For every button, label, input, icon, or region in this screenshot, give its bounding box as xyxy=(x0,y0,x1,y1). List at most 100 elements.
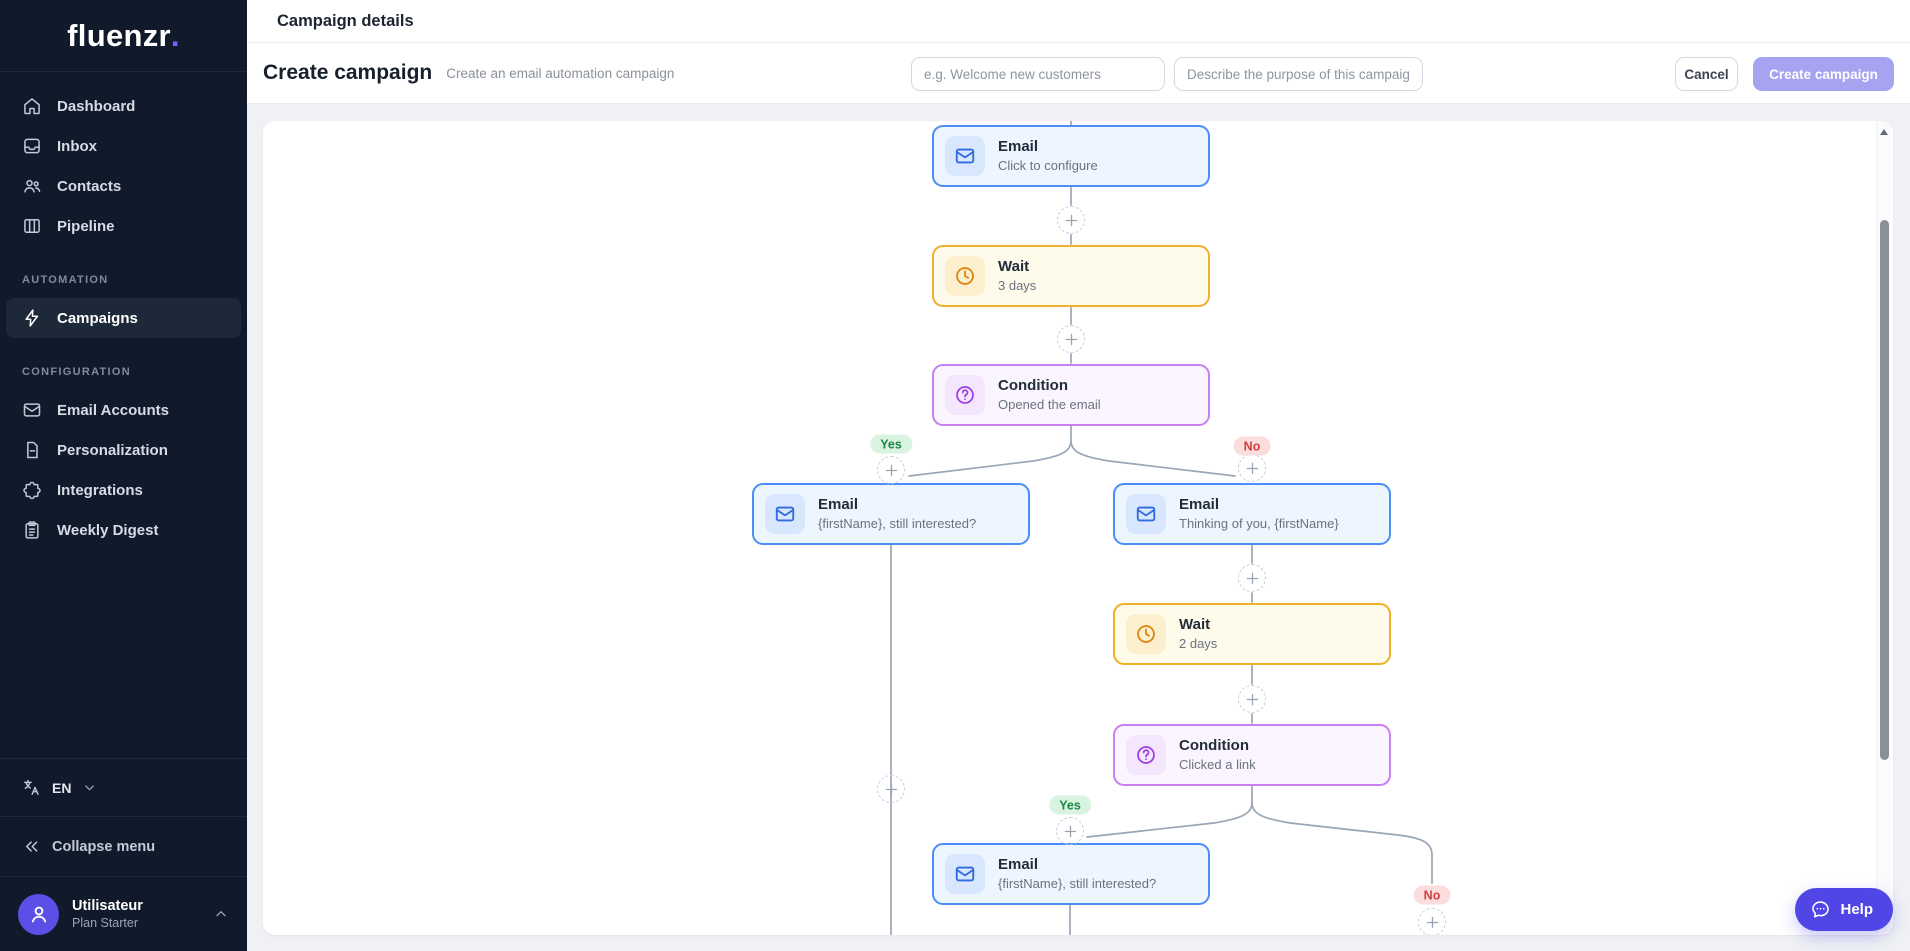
campaign-name-input[interactable] xyxy=(911,57,1165,91)
chat-icon xyxy=(1812,901,1830,918)
scrollbar-thumb[interactable] xyxy=(1880,220,1889,760)
flow-connectors xyxy=(890,121,1433,935)
create-campaign-button[interactable]: Create campaign xyxy=(1753,57,1894,91)
node-title: Wait xyxy=(1179,616,1211,633)
collapse-icon xyxy=(25,841,38,852)
flow-node-email[interactable]: Email Thinking of you, {firstName} xyxy=(1113,483,1391,545)
add-step-button[interactable] xyxy=(877,775,905,803)
add-step-button[interactable] xyxy=(877,456,905,484)
add-step-button[interactable] xyxy=(1057,325,1085,353)
clock-node-icon xyxy=(956,267,974,285)
node-title: Email xyxy=(998,856,1039,873)
sidebar: fluenzr. Dashboard Inbox Contacts Pipeli… xyxy=(0,0,247,951)
flow-node-condition[interactable]: Condition Opened the email xyxy=(932,364,1210,426)
help-button[interactable]: Help xyxy=(1795,888,1893,931)
flow-canvas[interactable]: Email Click to configure Wait 3 days Con… xyxy=(263,121,1893,935)
add-step-button[interactable] xyxy=(1238,454,1266,482)
node-subtitle: Thinking of you, {firstName} xyxy=(1179,515,1339,531)
flow-node-email[interactable]: Email {firstName}, still interested? xyxy=(932,843,1210,905)
add-step-button[interactable] xyxy=(1056,817,1084,845)
inbox-icon xyxy=(24,138,40,154)
canvas-scrollbar[interactable] xyxy=(1876,121,1891,935)
plus-icon xyxy=(1246,693,1258,705)
branch-label-yes: Yes xyxy=(870,434,912,454)
node-title: Email xyxy=(998,138,1039,155)
main-area: Campaign details Create campaign Create … xyxy=(247,0,1910,951)
home-icon xyxy=(24,98,40,115)
puzzle-icon xyxy=(23,481,41,500)
envelope-icon xyxy=(23,403,41,417)
clipboard-icon xyxy=(25,521,39,539)
plus-icon xyxy=(1246,462,1258,474)
node-subtitle: Opened the email xyxy=(998,396,1101,412)
campaign-header: Create campaign Create an email automati… xyxy=(247,43,1910,104)
chat-icon xyxy=(1810,899,1831,920)
plus-icon xyxy=(1065,214,1077,226)
question-node-icon xyxy=(1137,746,1155,764)
sidebar-item-contacts[interactable]: Contacts xyxy=(0,166,247,206)
branch-label-no: No xyxy=(1413,885,1451,905)
app-logo: fluenzr. xyxy=(0,0,247,72)
flow-node-email[interactable]: Email {firstName}, still interested? xyxy=(752,483,1030,545)
clock-node-icon xyxy=(1137,625,1155,643)
user-plan: Plan Starter xyxy=(72,916,139,930)
branch-label-yes: Yes xyxy=(1049,795,1091,815)
collapse-label: Collapse menu xyxy=(52,838,156,855)
sidebar-item-inbox[interactable]: Inbox xyxy=(0,126,247,166)
lightning-icon xyxy=(25,309,39,327)
translate-icon xyxy=(24,779,39,795)
translate-icon xyxy=(22,778,41,797)
sidebar-item-weekly-digest[interactable]: Weekly Digest xyxy=(0,510,247,550)
logo-text: fluenzr xyxy=(67,17,171,53)
sidebar-item-campaigns[interactable]: Campaigns xyxy=(6,298,241,338)
collapse-icon xyxy=(22,837,41,856)
section-title-automation: AUTOMATION xyxy=(22,274,109,286)
sidebar-item-pipeline[interactable]: Pipeline xyxy=(0,206,247,246)
flow-node-wait[interactable]: Wait 2 days xyxy=(1113,603,1391,665)
node-title: Condition xyxy=(1179,737,1249,754)
cancel-button[interactable]: Cancel xyxy=(1675,57,1738,91)
chevron-down-icon xyxy=(82,780,97,795)
user-name: Utilisateur xyxy=(72,898,143,914)
node-title: Wait xyxy=(998,258,1030,275)
add-step-button[interactable] xyxy=(1238,685,1266,713)
collapse-menu-button[interactable]: Collapse menu xyxy=(0,816,247,876)
branch-label-no: No xyxy=(1233,436,1271,456)
plus-icon xyxy=(1065,333,1077,345)
language-selector[interactable]: EN xyxy=(0,758,247,816)
plus-icon xyxy=(1246,572,1258,584)
sidebar-item-personalization[interactable]: Personalization xyxy=(0,430,247,470)
page-title: Create campaign xyxy=(263,61,433,84)
content-area: Email Click to configure Wait 3 days Con… xyxy=(247,104,1910,951)
chevron-down-icon xyxy=(85,785,95,791)
scrollbar-up-arrow[interactable] xyxy=(1880,129,1888,135)
user-menu[interactable]: Utilisateur Plan Starter xyxy=(0,876,247,951)
add-step-button[interactable] xyxy=(1057,206,1085,234)
flow-node-condition[interactable]: Condition Clicked a link xyxy=(1113,724,1391,786)
mail-node-icon xyxy=(955,866,975,882)
language-label: EN xyxy=(52,779,72,796)
page-subtitle: Create an email automation campaign xyxy=(446,65,675,81)
node-title: Condition xyxy=(998,377,1068,394)
sidebar-bottom: EN Collapse menu Utilisateur Plan Starte… xyxy=(0,758,247,951)
sidebar-item-dashboard[interactable]: Dashboard xyxy=(0,86,247,126)
document-icon xyxy=(27,441,38,459)
sidebar-item-integrations[interactable]: Integrations xyxy=(0,470,247,510)
mail-node-icon xyxy=(1136,506,1156,522)
pipeline-icon xyxy=(24,219,40,233)
plus-icon xyxy=(885,464,897,476)
flow-node-email[interactable]: Email Click to configure xyxy=(932,125,1210,187)
add-step-button[interactable] xyxy=(1238,564,1266,592)
sidebar-nav: Dashboard Inbox Contacts Pipeline AUTOMA… xyxy=(0,72,247,550)
node-subtitle: Clicked a link xyxy=(1179,756,1256,772)
sidebar-item-email-accounts[interactable]: Email Accounts xyxy=(0,390,247,430)
contacts-icon xyxy=(24,179,41,193)
campaign-description-input[interactable] xyxy=(1174,57,1423,91)
plus-icon xyxy=(1064,825,1076,837)
node-title: Email xyxy=(818,496,859,513)
add-step-button[interactable] xyxy=(1418,908,1446,935)
node-subtitle: 3 days xyxy=(998,277,1037,293)
flow-node-wait[interactable]: Wait 3 days xyxy=(932,245,1210,307)
user-icon xyxy=(31,906,46,923)
section-title-configuration: CONFIGURATION xyxy=(22,366,131,378)
